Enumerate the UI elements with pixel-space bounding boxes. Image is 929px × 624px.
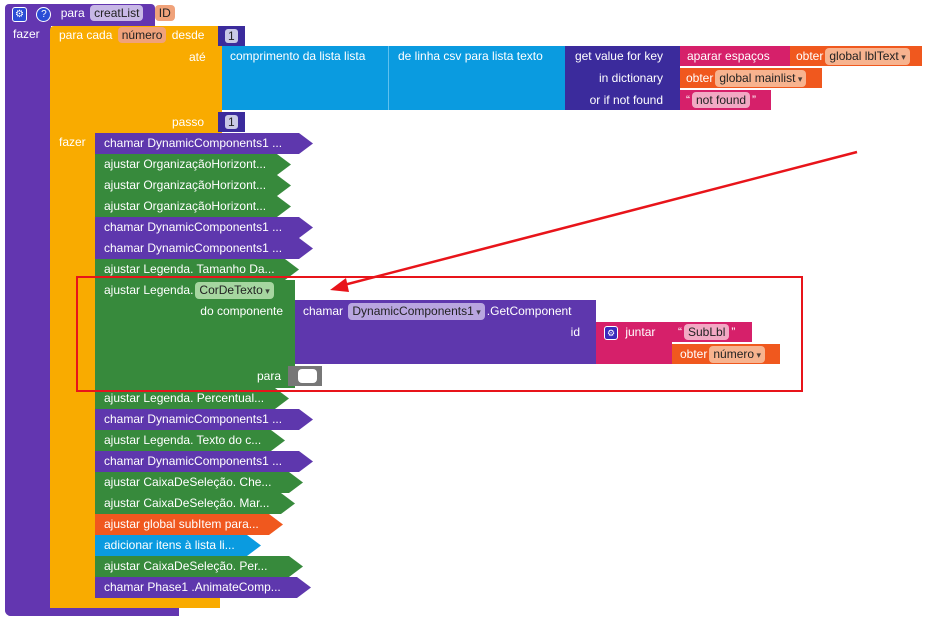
gear-icon[interactable]: ⚙ [12,7,27,22]
statement-block[interactable]: ajustar Legenda. Tamanho Da... [95,259,299,280]
text-value[interactable]: SubLbl [684,324,730,340]
notfound-label: or if not found [589,93,663,107]
loop-variable[interactable]: número [117,27,167,43]
component-dropdown[interactable]: DynamicComponents1 [348,303,485,320]
for-body-bar [50,132,95,608]
text-notfound-block[interactable]: “not found” [680,90,771,110]
to-label: até [189,50,206,64]
set-property-block[interactable]: ajustar Legenda.CorDeTexto do componente… [95,280,295,388]
length-of-list-block[interactable]: comprimento da lista lista [222,46,388,110]
statement-block[interactable]: chamar Phase1 .AnimateComp... [95,577,311,598]
for-label: para cada [59,28,113,42]
step-label: passo [172,115,205,129]
statement-block[interactable]: ajustar OrganizaçãoHorizont... [95,154,291,175]
gear-icon[interactable]: ⚙ [604,326,618,340]
join-block[interactable]: ⚙ juntar [596,322,672,364]
statement-block[interactable]: ajustar OrganizaçãoHorizont... [95,175,291,196]
variable-dropdown[interactable]: número [709,346,766,363]
from-number-block[interactable]: 1 [218,26,245,46]
trim-block[interactable]: aparar espaços [680,46,790,66]
statement-block[interactable]: ajustar CaixaDeSeleção. Mar... [95,493,295,514]
get-label: obter [796,49,824,63]
get-label: obter [680,347,708,361]
csv-label: de linha csv para lista texto [398,49,543,63]
statement-block[interactable]: ajustar CaixaDeSeleção. Che... [95,472,303,493]
text-value[interactable]: not found [692,92,751,108]
help-icon[interactable]: ? [36,7,52,22]
component-label: do componente [200,304,283,318]
statement-block[interactable]: chamar DynamicComponents1 ... [95,133,313,154]
statement-block[interactable]: ajustar global subItem para... [95,514,283,535]
trim-label: aparar espaços [687,49,770,63]
empty-value-socket[interactable] [288,366,322,386]
statement-block[interactable]: chamar DynamicComponents1 ... [95,238,313,259]
statement-block[interactable]: chamar DynamicComponents1 ... [95,451,313,472]
statement-block[interactable]: ajustar Legenda. Texto do c... [95,430,285,451]
from-label: desde [171,28,205,42]
statement-block[interactable]: ajustar OrganizaçãoHorizont... [95,196,291,217]
to-label: para [256,369,281,383]
procedure-body-bar [5,24,51,616]
join-label: juntar [625,325,656,339]
text-sublbl-block[interactable]: “SubLbl” [672,322,752,342]
variable-dropdown[interactable]: global mainlist [715,70,807,87]
id-label: id [570,325,580,339]
procedure-name-field[interactable]: creatList [90,5,144,21]
for-bottom [50,597,220,608]
highlight-rectangle [76,276,803,392]
get-component-block[interactable]: chamar DynamicComponents1.GetComponent i… [295,300,596,364]
procedure-param[interactable]: ID [154,5,175,21]
loop-do-label: fazer [59,135,86,149]
for-range-block[interactable] [50,26,222,133]
dictionary-lookup-block[interactable]: get value for key in dictionary or if no… [565,46,680,110]
statement-block[interactable]: ajustar Legenda. Percentual... [95,388,289,409]
dict-label: in dictionary [598,71,663,85]
step-number-block[interactable]: 1 [218,112,245,132]
statement-block[interactable]: chamar DynamicComponents1 ... [95,217,313,238]
get-label: obter [686,71,714,85]
method-label: .GetComponent [486,304,572,318]
procedure-keyword: para [60,6,85,20]
call-label: chamar [303,304,344,318]
length-label: comprimento da lista lista [230,49,366,63]
variable-dropdown[interactable]: global lblText [825,48,910,65]
property-dropdown[interactable]: CorDeTexto [195,282,274,299]
statement-block[interactable]: adicionar itens à lista li... [95,535,261,556]
setter-label: ajustar Legenda. [104,283,194,297]
statement-block[interactable]: ajustar CaixaDeSeleção. Per... [95,556,303,577]
csv-row-to-list-block[interactable]: de linha csv para lista texto [388,46,565,110]
key-label: get value for key [574,49,663,63]
step-value[interactable]: 1 [225,115,238,129]
from-value[interactable]: 1 [225,29,238,43]
procedure-do-label: fazer [13,27,40,41]
statement-block[interactable]: chamar DynamicComponents1 ... [95,409,313,430]
